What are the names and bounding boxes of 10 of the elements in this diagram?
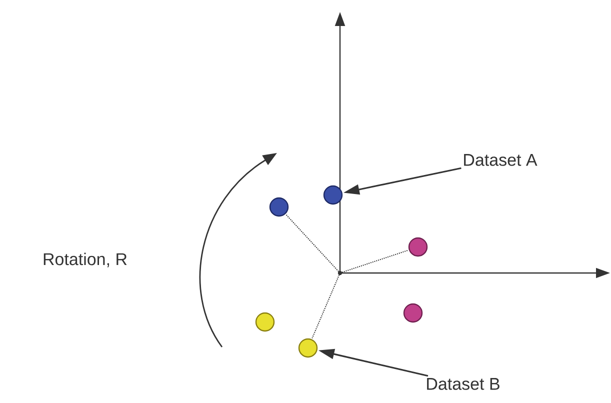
data-point (323, 185, 343, 205)
rotation-label: Rotation, R (44, 252, 127, 268)
dataset-label: Dataset A (464, 154, 538, 166)
data-point (403, 303, 423, 323)
dataset-label: Dataset B (427, 378, 500, 390)
data-point (298, 338, 318, 358)
data-point (408, 237, 428, 257)
origin-point (338, 270, 342, 276)
data-point (269, 197, 289, 217)
data-point (255, 312, 275, 332)
